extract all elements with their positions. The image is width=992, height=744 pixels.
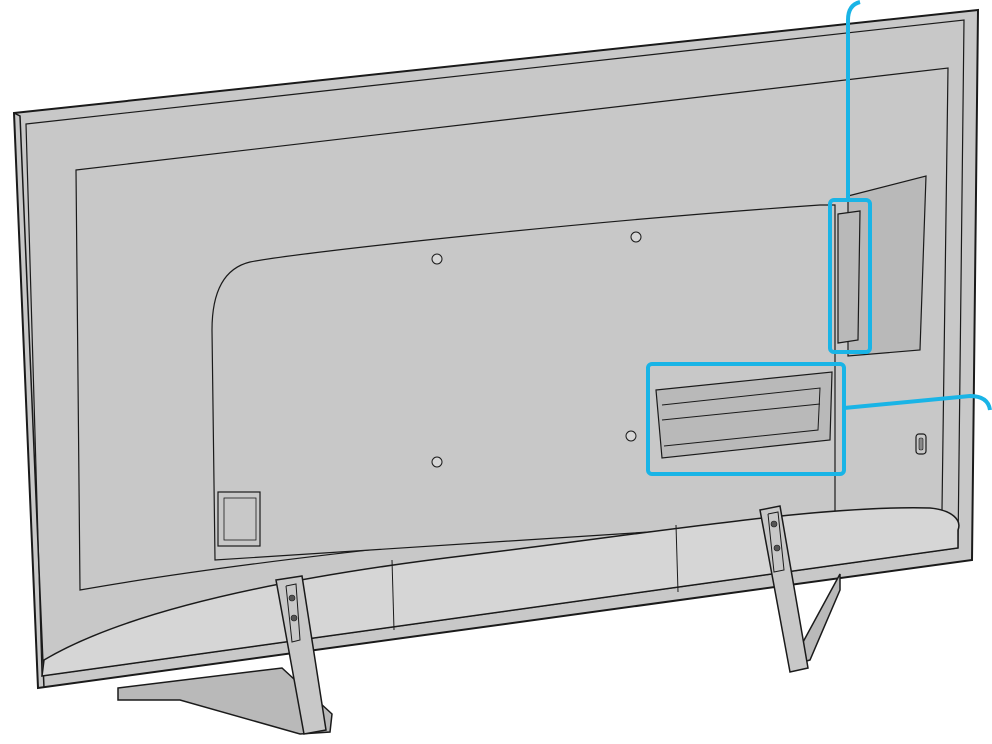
stand-right-screw-2 (773, 544, 781, 552)
vesa-holes (431, 231, 642, 468)
callout-rear-terminals-box (646, 362, 846, 476)
power-cover-outer (217, 491, 261, 547)
callout-side-terminals (828, 0, 872, 354)
stand-left-screw-2 (290, 614, 298, 622)
lower-cover-outline (41, 507, 960, 677)
stand-left (117, 575, 333, 735)
vesa-hole-bottom-right (625, 430, 637, 442)
stand-left-leg (275, 575, 327, 735)
vesa-hole-top-right (630, 231, 642, 243)
stand-left-screw-1 (288, 594, 296, 602)
rear-terminal-recess (655, 371, 833, 459)
rear-terminal-recess-line (661, 403, 821, 421)
lower-cover (41, 507, 960, 677)
rear-terminal-recess-ledge (661, 387, 821, 447)
mount-area-outline (211, 204, 836, 561)
rear-terminal-recess-outer (655, 371, 833, 459)
security-slot (915, 433, 927, 455)
stand-right (759, 505, 841, 673)
stand-right-leg (759, 505, 809, 673)
mount-area (211, 204, 836, 561)
callout-rear-terminals (646, 362, 992, 476)
side-terminal-slot (837, 210, 861, 344)
security-slot-inner (918, 437, 924, 451)
stand-right-screw-1 (770, 520, 778, 528)
callout-rear-terminals-leader (843, 393, 992, 411)
stand-right-leg-detail (767, 511, 785, 573)
bezel-edge-left (13, 112, 45, 689)
power-cover (217, 491, 261, 547)
vesa-hole-top-left (431, 253, 443, 265)
side-terminal-slot-outline (837, 210, 861, 344)
power-cover-inner (223, 497, 257, 541)
vesa-hole-bottom-left (431, 456, 443, 468)
lower-cover-seam-2 (675, 524, 679, 593)
stand-left-leg-detail (285, 583, 301, 643)
callout-side-terminals-leader (846, 0, 861, 200)
stand-left-base (117, 667, 333, 735)
lower-cover-seam-1 (391, 559, 395, 631)
